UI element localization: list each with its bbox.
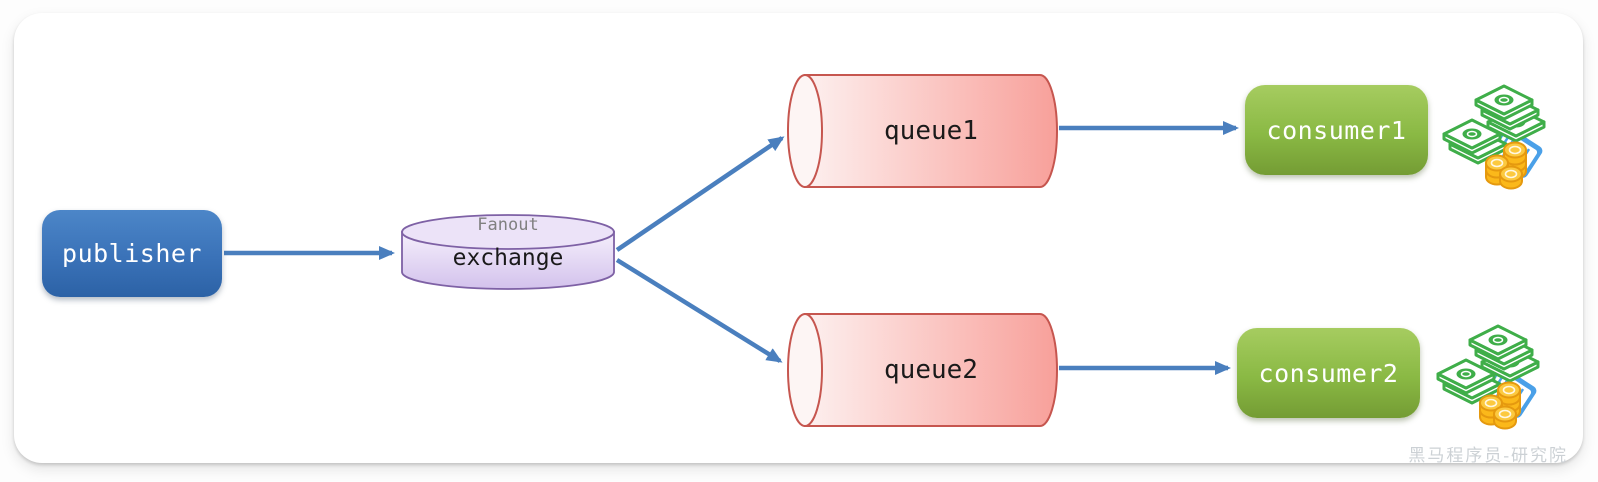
exchange-cylinder (401, 214, 615, 290)
queue2-cylinder (787, 313, 1058, 427)
publisher-label: publisher (62, 239, 202, 268)
arrows (224, 121, 1239, 375)
consumer1-node: consumer1 (1245, 85, 1428, 175)
queue1-cylinder (787, 74, 1058, 188)
money-icon (1438, 326, 1538, 429)
consumer2-label: consumer2 (1258, 358, 1399, 388)
publisher-node: publisher (42, 210, 222, 297)
consumer2-node: consumer2 (1237, 328, 1420, 418)
arrow-exchange-to-queue1 (615, 136, 785, 252)
money-icon (1444, 86, 1544, 189)
watermark-text: 黑马程序员-研究院 (1408, 446, 1568, 465)
arrow-exchange-to-queue2 (615, 258, 783, 363)
consumer1-label: consumer1 (1266, 115, 1407, 145)
